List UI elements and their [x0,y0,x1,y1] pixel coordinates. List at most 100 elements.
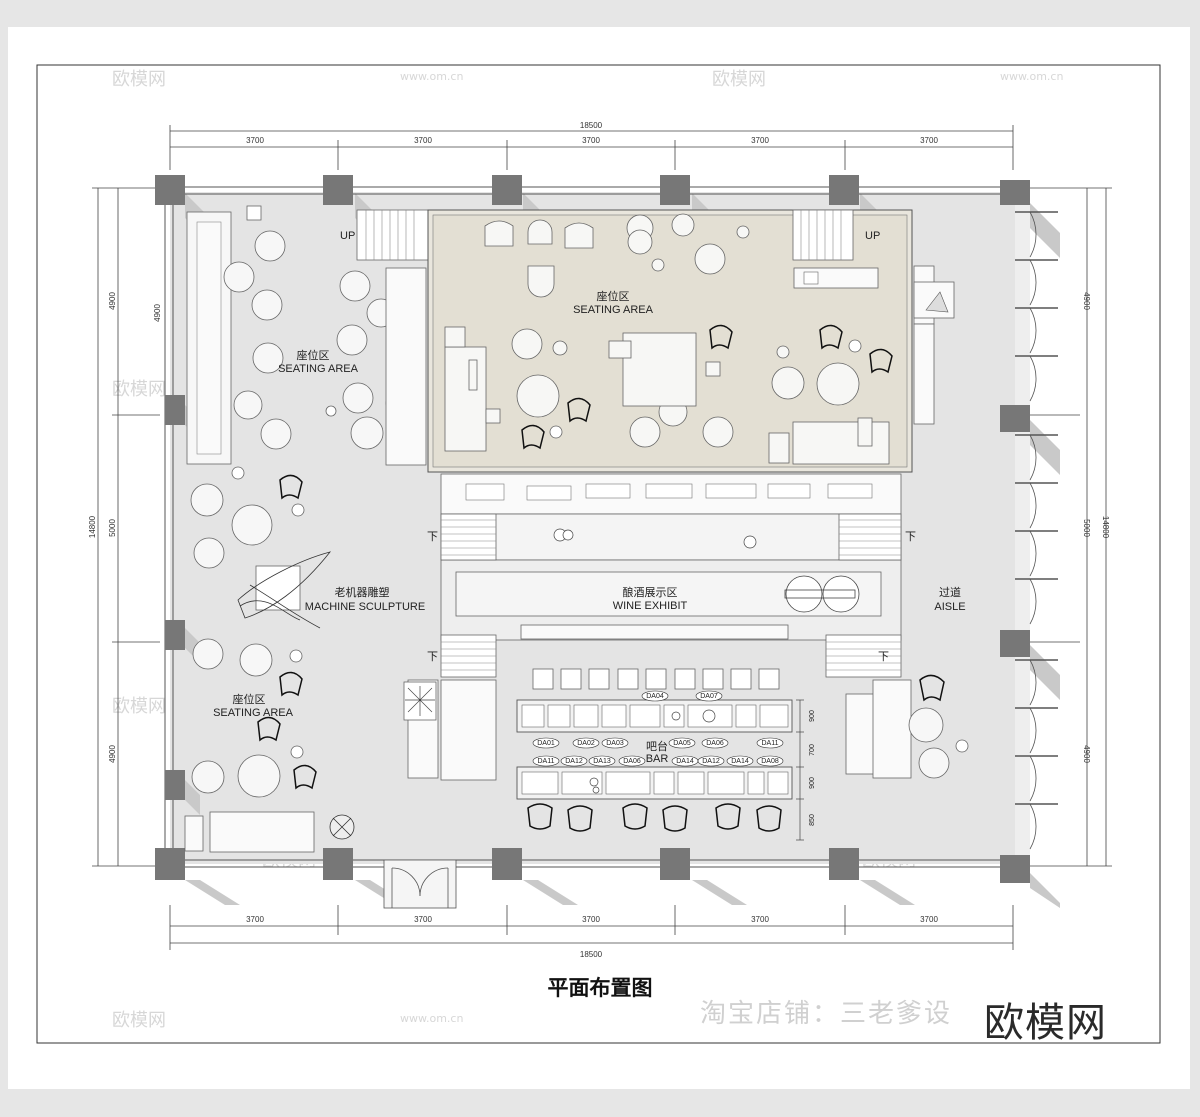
right-black-chair [919,674,945,702]
seating-top-label-en: SEATING AREA [573,304,654,316]
dim-left-inner: 4900 [153,304,162,322]
watermark: 欧模网 [712,69,766,90]
stair-top-right [792,209,854,261]
wine-tanks [784,575,860,613]
bar-dim: 900 [809,777,816,789]
dimension-ticks [92,125,1112,950]
dim-bottom-bay-3: 3700 [582,915,600,924]
decor-plant [329,814,355,840]
watermark: 欧模网 [112,69,166,90]
sheet-frame [36,64,1161,1044]
bar-code: DA02 [577,740,595,747]
watermark-url: www.om.cn [400,1012,463,1025]
dim-bottom-bay-5: 3700 [920,915,938,924]
watermark: 欧模网 [112,696,166,717]
wine-label-cn: 酿酒展示区 [623,585,678,599]
seating-bottom-label-cn: 座位区 [233,692,266,706]
left-banquette-cushion [196,221,222,455]
aisle-label-cn: 过道 [939,585,961,599]
bar-back-shelving [407,679,912,781]
bottom-left-side-table [184,815,204,852]
walls [164,186,1000,868]
bar-front-chairs [527,803,782,832]
bottom-left-sofa [209,811,315,853]
dim-left-seg-3: 4900 [108,745,117,763]
stair-down-label: 下 [427,531,438,543]
bar-code: DA06 [706,740,724,747]
aisle-sculpture [925,291,949,313]
bar-dim: 900 [809,710,816,722]
platform-small-table [848,339,862,353]
seating-top-label-cn: 座位区 [597,289,630,303]
wine-corridor [440,513,902,561]
bar-code: DA07 [700,693,718,700]
dim-top-bay-4: 3700 [751,136,769,145]
aisle-shelf [913,323,935,425]
bar-code: DA11 [762,740,779,747]
stair-up-label-right: UP [865,230,880,242]
sculpture-label-cn: 老机器雕塑 [335,585,390,599]
platform-sofa-right [768,417,890,465]
stair-top-left [356,209,429,261]
right-door-leaves [1015,211,1058,805]
dim-right-seg-2: 5000 [1082,519,1091,537]
platform-side-table [705,361,721,377]
spiral-stair [403,681,437,721]
bar-code: DA01 [537,740,555,747]
dim-top-bay-5: 3700 [920,136,938,145]
stair-down-label: 下 [905,531,916,543]
wine-barrels [465,483,873,501]
dim-top-bay-1: 3700 [246,136,264,145]
bar-code-ovals [532,690,784,767]
platform-sofa-left [444,326,501,452]
dimension-lines [97,130,1107,944]
stair-down-label: 下 [878,651,889,663]
stair-up-label: UP [340,230,355,242]
dim-top-bay-2: 3700 [414,136,432,145]
seating-left-label-cn: 座位区 [297,348,330,362]
columns [155,175,1030,883]
watermark-url: www.om.cn [1000,70,1063,83]
bar-code: DA06 [623,758,641,765]
watermark: 欧模网 [112,1010,166,1031]
stairs-down-treads [441,519,901,671]
bar-top-stools [532,668,780,690]
dim-right-total: 14800 [1101,516,1110,539]
wine-label-en: WINE EXHIBIT [613,600,688,612]
bar-dim-line [796,699,804,841]
dim-left-seg-2: 5000 [108,519,117,537]
dim-bottom-bay-1: 3700 [246,915,264,924]
brand-logo: 欧模网 [984,1000,1107,1046]
wine-exhibit-ledge [520,624,789,640]
entrance-door [383,859,457,909]
dim-left-seg-1: 4900 [108,292,117,310]
wine-corridor-decor [553,528,757,549]
bar-code: DA14 [731,758,749,765]
bar-dim: 850 [809,814,816,826]
dim-top-bay-3: 3700 [582,136,600,145]
bar-code: DA13 [593,758,611,765]
platform-stool [608,340,632,359]
bar-code: DA05 [673,740,691,747]
aisle-label-en: AISLE [934,601,965,613]
platform-square-table [622,332,697,407]
bar-code: DA11 [538,758,555,765]
stair-down-label: 下 [427,651,438,663]
watermark: 欧模网 [112,379,166,400]
seating-bottom-label-en: SEATING AREA [213,707,294,719]
bar-equipment [521,704,789,795]
sculpture-label-en: MACHINE SCULPTURE [305,601,425,613]
drawing-title: 平面布置图 [547,976,653,1000]
aisle-strip [1015,192,1030,864]
watermark-url: www.om.cn [400,70,463,83]
shop-watermark: 淘宝店铺：三老爹设 [700,999,953,1029]
bar-dim: 700 [809,744,816,756]
bar-code: DA14 [676,758,694,765]
platform-small-table [549,425,563,439]
dim-right-seg-1: 4900 [1082,292,1091,310]
dim-top-total: 18500 [580,121,603,130]
bar-fixtures [589,709,716,794]
platform-black-chairs [521,324,893,450]
low-partition [385,267,427,466]
